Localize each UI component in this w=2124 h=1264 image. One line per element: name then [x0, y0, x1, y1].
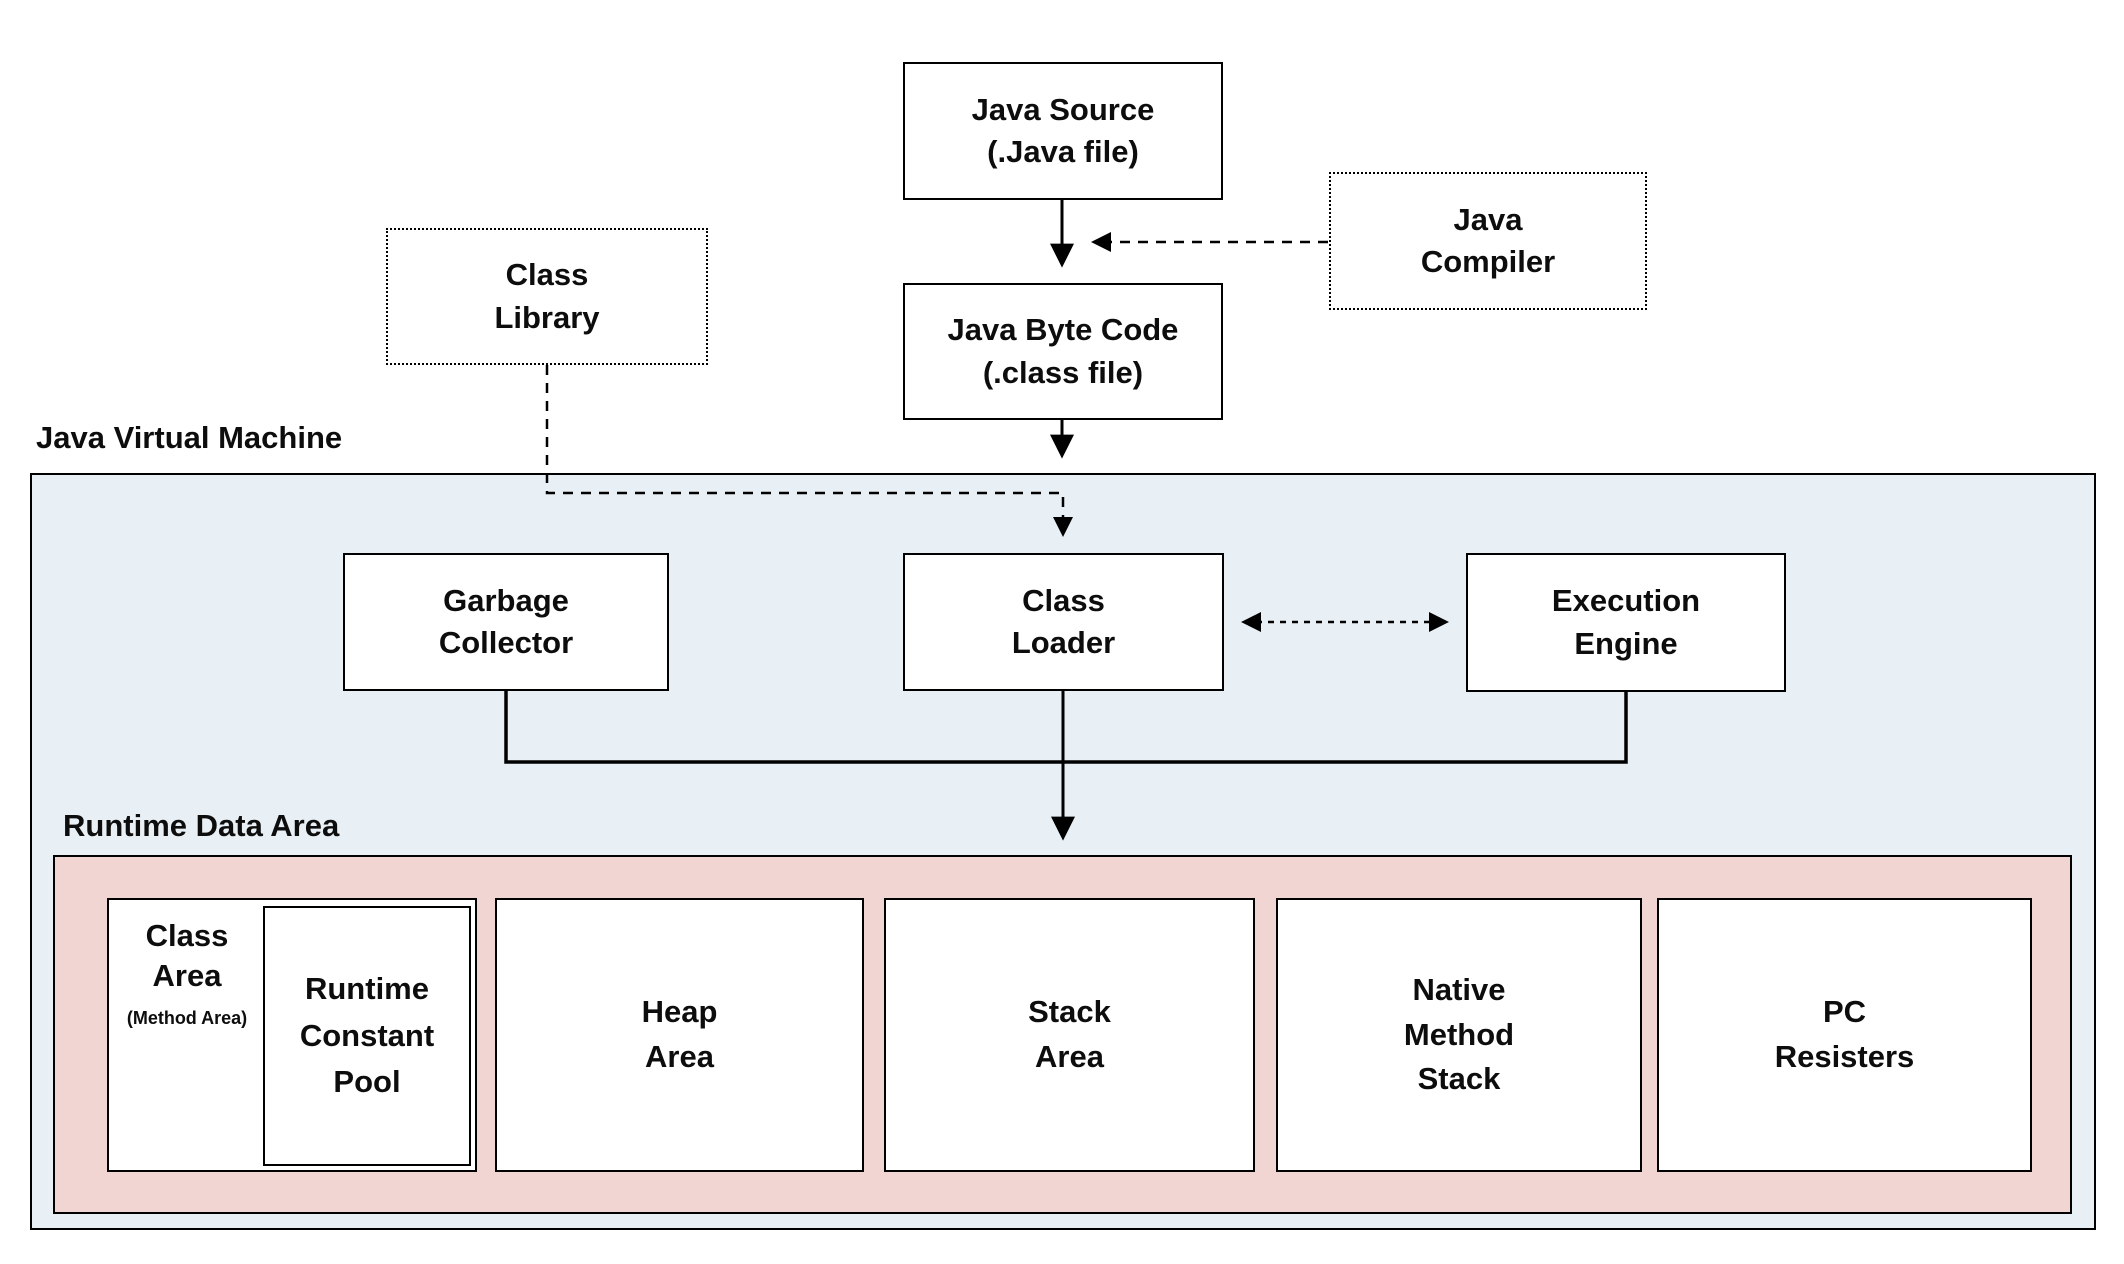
class-area-title: Class Area [145, 918, 229, 994]
node-heap-area: Heap Area [495, 898, 864, 1172]
jvm-section-label: Java Virtual Machine [36, 420, 343, 455]
node-class-loader: Class Loader [903, 553, 1224, 691]
node-execution-engine: Execution Engine [1466, 553, 1786, 692]
class-area-subtitle: (Method Area) [126, 1008, 248, 1028]
node-pc-registers: PC Resisters [1657, 898, 2032, 1172]
node-class-library: Class Library [386, 228, 708, 365]
node-stack-area: Stack Area [884, 898, 1255, 1172]
node-java-compiler: Java Compiler [1329, 172, 1647, 310]
node-garbage-collector: Garbage Collector [343, 553, 669, 691]
node-java-byte-code: Java Byte Code (.class file) [903, 283, 1223, 420]
node-class-area: Class Area (Method Area) Runtime Constan… [107, 898, 477, 1172]
node-runtime-constant-pool: Runtime Constant Pool [263, 906, 471, 1166]
runtime-data-area-label: Runtime Data Area [63, 808, 340, 843]
node-native-method-stack: Native Method Stack [1276, 898, 1642, 1172]
node-java-source: Java Source (.Java file) [903, 62, 1223, 200]
